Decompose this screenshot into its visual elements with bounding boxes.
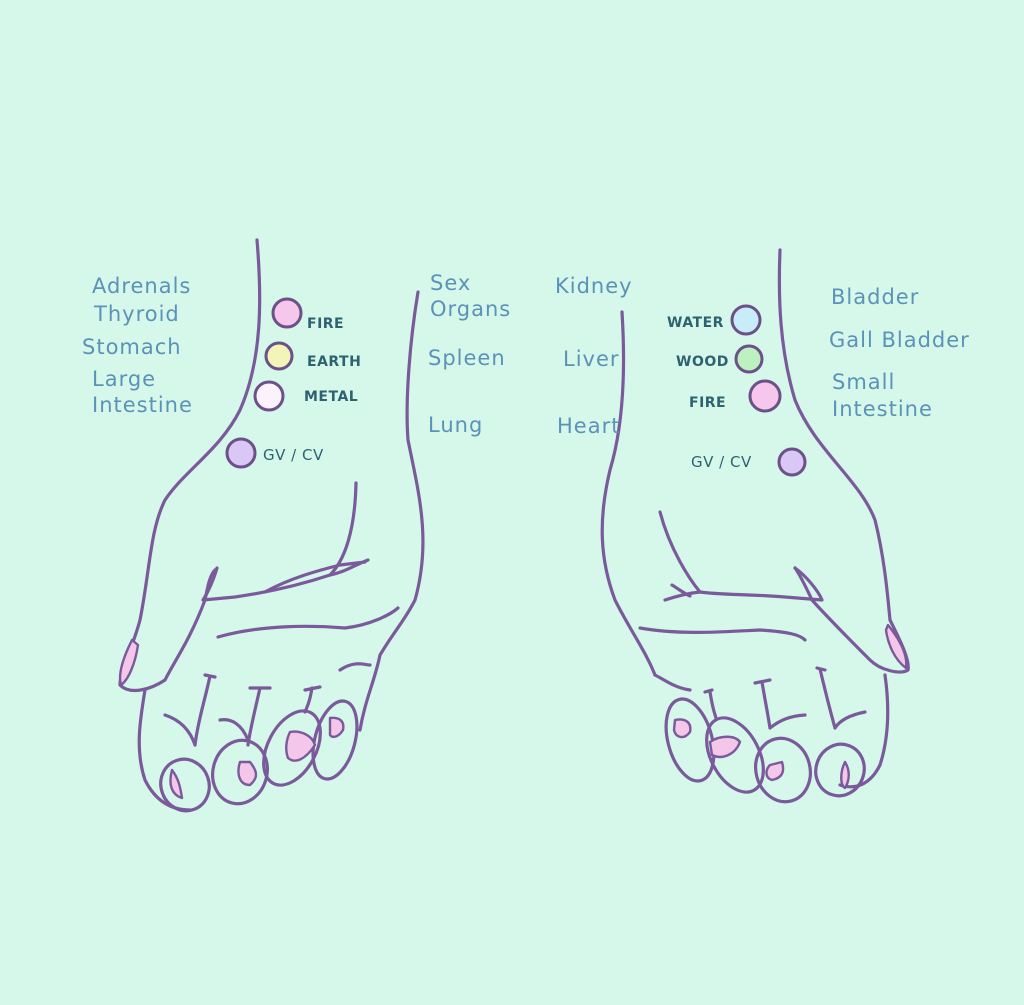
right-fingertip-2 bbox=[705, 716, 765, 794]
left-fingertip-4 bbox=[311, 699, 359, 781]
left-palm-lower-crease bbox=[216, 606, 400, 639]
right-point-wood bbox=[734, 344, 764, 374]
organ-label-lung: Lung bbox=[428, 413, 484, 437]
right-nail-2 bbox=[708, 735, 742, 759]
right-finger-crease-3 bbox=[703, 688, 718, 720]
left-finger-crease-2 bbox=[218, 686, 272, 747]
organ-label-bladder: Bladder bbox=[831, 285, 920, 309]
left-fingertip-2 bbox=[211, 738, 269, 806]
element-label-fire: FIRE bbox=[689, 395, 727, 411]
right-thumb-crease bbox=[658, 510, 824, 602]
left-point-earth bbox=[264, 341, 294, 371]
left-finger-crease-4 bbox=[338, 662, 372, 672]
right-fingertip-1 bbox=[664, 697, 716, 783]
organ-label-gall-bladder: Gall Bladder bbox=[829, 328, 970, 352]
right-fingertip-3 bbox=[754, 736, 812, 804]
left-point-fire bbox=[271, 297, 303, 329]
organ-label-sex-organs: Sex Organs bbox=[430, 271, 512, 321]
right-point-gv-cv bbox=[777, 447, 807, 477]
right-palm-lower-crease bbox=[638, 626, 807, 642]
right-finger-crease-1 bbox=[815, 666, 867, 730]
right-finger-crease-4 bbox=[653, 673, 692, 692]
organ-label-spleen: Spleen bbox=[428, 346, 506, 370]
organ-label-stomach: Stomach bbox=[82, 335, 182, 359]
organ-label-liver: Liver bbox=[563, 347, 620, 371]
left-finger-crease-1 bbox=[163, 673, 217, 747]
left-wrist-inner-line bbox=[358, 290, 425, 732]
left-fingertip-1 bbox=[159, 757, 211, 813]
left-point-gv-cv bbox=[225, 437, 257, 469]
left-thumb-nail bbox=[118, 638, 140, 687]
left-wrist-outer-line bbox=[118, 238, 262, 693]
right-thumb-nail bbox=[884, 623, 908, 670]
right-nail-3 bbox=[765, 760, 785, 782]
element-label-earth: EARTH bbox=[307, 354, 362, 370]
element-label-wood: WOOD bbox=[676, 354, 729, 370]
right-point-water bbox=[730, 304, 762, 336]
right-palm-base bbox=[838, 673, 890, 789]
right-point-fire bbox=[748, 379, 782, 413]
right-finger-crease-2 bbox=[753, 678, 807, 730]
element-label-fire: FIRE bbox=[307, 316, 345, 332]
organ-label-kidney: Kidney bbox=[555, 274, 633, 298]
left-finger-crease-3 bbox=[303, 685, 322, 714]
left-palm-base bbox=[137, 688, 192, 812]
element-label-metal: METAL bbox=[304, 389, 359, 405]
left-palm-crease bbox=[263, 558, 370, 594]
right-fingertip-4 bbox=[814, 742, 866, 798]
left-nail-2 bbox=[237, 760, 258, 787]
organ-label-adrenals: Adrenals bbox=[92, 274, 192, 298]
left-hand bbox=[118, 238, 425, 813]
left-thumb-crease bbox=[201, 481, 358, 602]
right-nail-4 bbox=[840, 760, 850, 790]
right-hand bbox=[600, 248, 910, 804]
element-label-water: WATER bbox=[667, 315, 724, 331]
right-points bbox=[730, 304, 807, 477]
organ-label-small-intestine: Small Intestine bbox=[832, 370, 933, 421]
organ-label-heart: Heart bbox=[557, 414, 621, 438]
left-points bbox=[225, 297, 303, 469]
organ-label-thyroid: Thyroid bbox=[94, 302, 180, 326]
element-label-gv-cv: GV / CV bbox=[691, 453, 752, 471]
organ-label-large-intestine: Large Intestine bbox=[92, 367, 193, 417]
right-palm-crease bbox=[663, 583, 702, 602]
right-nail-1 bbox=[672, 718, 692, 739]
left-nail-4 bbox=[328, 716, 345, 739]
element-label-gv-cv: GV / CV bbox=[263, 446, 324, 464]
left-nail-1 bbox=[169, 768, 184, 800]
left-nail-3 bbox=[285, 730, 317, 762]
right-wrist-inner-line bbox=[600, 310, 657, 677]
left-point-metal bbox=[253, 380, 285, 412]
right-wrist-outer-line bbox=[777, 248, 910, 674]
